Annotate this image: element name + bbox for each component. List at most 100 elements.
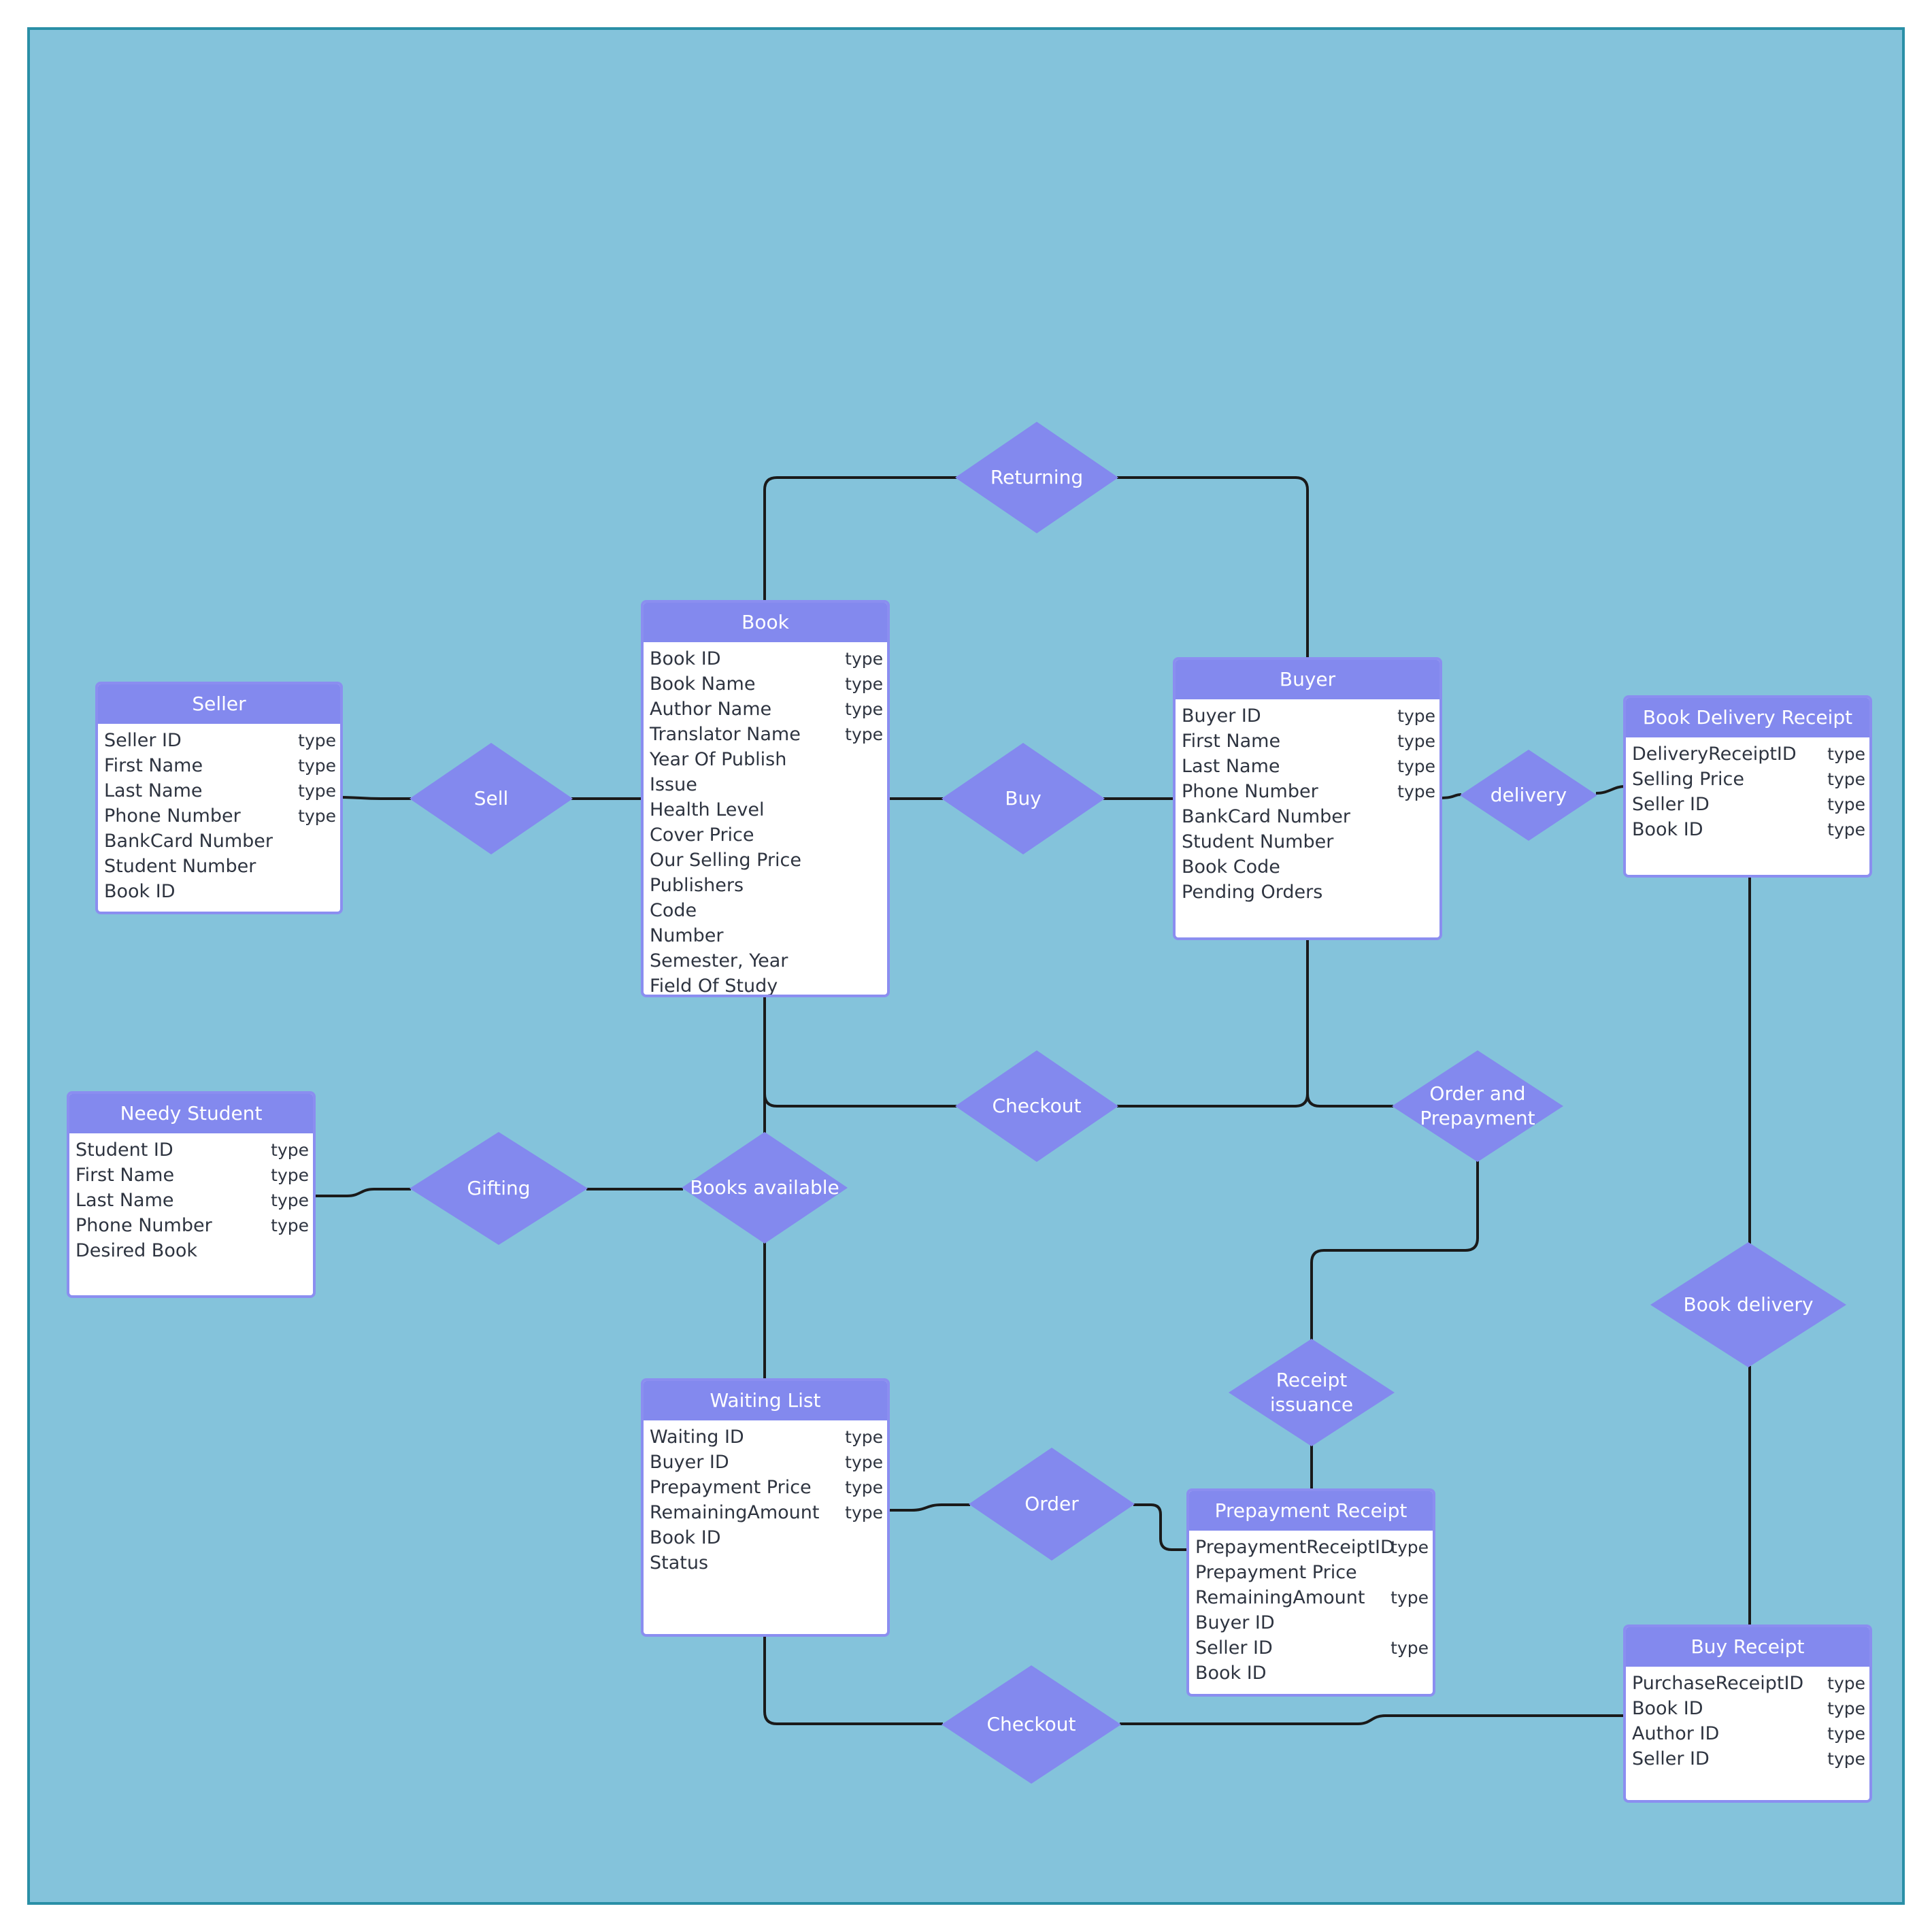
relationship-order-and-prepayment[interactable]: Order and Prepayment [1392, 1050, 1563, 1162]
attribute-name: Seller ID [104, 730, 182, 751]
attribute-row: Selling Price type [1626, 767, 1869, 792]
attribute-name: First Name [1182, 731, 1281, 752]
attribute-type: type [1827, 744, 1865, 764]
attribute-name: Buyer ID [1195, 1612, 1275, 1633]
attribute-type: type [271, 1140, 309, 1160]
attribute-name: Phone Number [76, 1215, 212, 1236]
attribute-row: Our Selling Price [644, 848, 887, 873]
relationship-label: Book delivery [1683, 1293, 1814, 1316]
attribute-row: Student Number [1176, 829, 1439, 854]
relationship-books-available[interactable]: Books available [682, 1132, 848, 1244]
relationship-book-delivery[interactable]: Book delivery [1650, 1242, 1846, 1367]
attribute-row: Student Number [98, 854, 340, 879]
attribute-name: Book ID [104, 881, 176, 902]
relationship-receipt-issuance[interactable]: Receipt issuance [1229, 1339, 1395, 1446]
diagram-canvas [27, 27, 1905, 1905]
relationship-checkout-bottom[interactable]: Checkout [942, 1665, 1121, 1784]
attribute-type: type [298, 806, 336, 826]
relationship-delivery[interactable]: delivery [1460, 750, 1597, 841]
attribute-name: Book Name [650, 673, 756, 695]
attribute-name: Last Name [104, 780, 203, 801]
attribute-type: type [1827, 1673, 1865, 1693]
attribute-row: Publishers [644, 873, 887, 898]
attribute-row: Code [644, 898, 887, 923]
attribute-row: Book ID [98, 879, 340, 904]
attribute-name: Author ID [1632, 1723, 1720, 1744]
attribute-name: Code [650, 900, 697, 921]
attribute-name: Selling Price [1632, 769, 1744, 790]
connector-order-prepayment-receipt [1133, 1503, 1189, 1551]
attribute-type: type [1827, 820, 1865, 839]
attribute-name: Field Of Study [650, 976, 778, 997]
attribute-name: Book ID [650, 648, 721, 669]
attribute-name: Book ID [1632, 1698, 1703, 1719]
entity-title: Book Delivery Receipt [1626, 698, 1869, 737]
relationship-label: Returning [990, 466, 1084, 488]
diamond-shape [942, 1665, 1121, 1784]
attribute-name: Phone Number [104, 805, 241, 827]
attribute-name: Translator Name [650, 724, 801, 745]
relationship-order[interactable]: Order [969, 1448, 1135, 1561]
relationship-buy[interactable]: Buy [942, 743, 1105, 854]
attribute-type: type [1390, 1638, 1429, 1658]
attribute-type: type [1827, 1749, 1865, 1769]
attribute-name: Health Level [650, 799, 765, 820]
connector-seller-sell [339, 796, 411, 800]
attribute-type: type [298, 781, 336, 801]
attribute-row: Book ID [1189, 1661, 1433, 1686]
attribute-name: PurchaseReceiptID [1632, 1673, 1804, 1694]
attribute-type: type [271, 1165, 309, 1185]
attribute-type: type [845, 724, 883, 744]
attribute-type: type [1827, 769, 1865, 789]
attribute-row: Cover Price [644, 822, 887, 848]
entity-title: Prepayment Receipt [1189, 1491, 1433, 1531]
attribute-type: type [298, 731, 336, 750]
connector-book-returning [763, 476, 956, 602]
attribute-type: type [271, 1190, 309, 1210]
attribute-name: RemainingAmount [1195, 1587, 1365, 1608]
attribute-name: Semester, Year [650, 950, 788, 971]
diamond-shape [942, 743, 1105, 854]
attribute-row: Translator Name type [644, 722, 887, 747]
attribute-row: Prepayment Price [1189, 1560, 1433, 1585]
attribute-name: Waiting ID [650, 1427, 744, 1448]
entity-title: Waiting List [644, 1381, 887, 1420]
relationship-label: Sell [473, 787, 509, 810]
attribute-type: type [1827, 1699, 1865, 1718]
diamond-shape [1650, 1242, 1846, 1367]
relationship-label: Order [1025, 1493, 1079, 1515]
attribute-name: Student Number [1182, 831, 1334, 852]
attribute-name: Our Selling Price [650, 850, 802, 871]
attribute-row: Book ID [644, 1525, 887, 1550]
relationship-label: Gifting [467, 1177, 531, 1199]
relationship-returning[interactable]: Returning [955, 422, 1118, 533]
relationship-sell[interactable]: Sell [410, 743, 573, 854]
relationship-checkout-top[interactable]: Checkout [955, 1050, 1118, 1162]
diamond-shape [1460, 750, 1597, 841]
attribute-name: BankCard Number [104, 831, 273, 852]
relationship-gifting[interactable]: Gifting [410, 1132, 588, 1245]
attribute-type: type [845, 1478, 883, 1497]
